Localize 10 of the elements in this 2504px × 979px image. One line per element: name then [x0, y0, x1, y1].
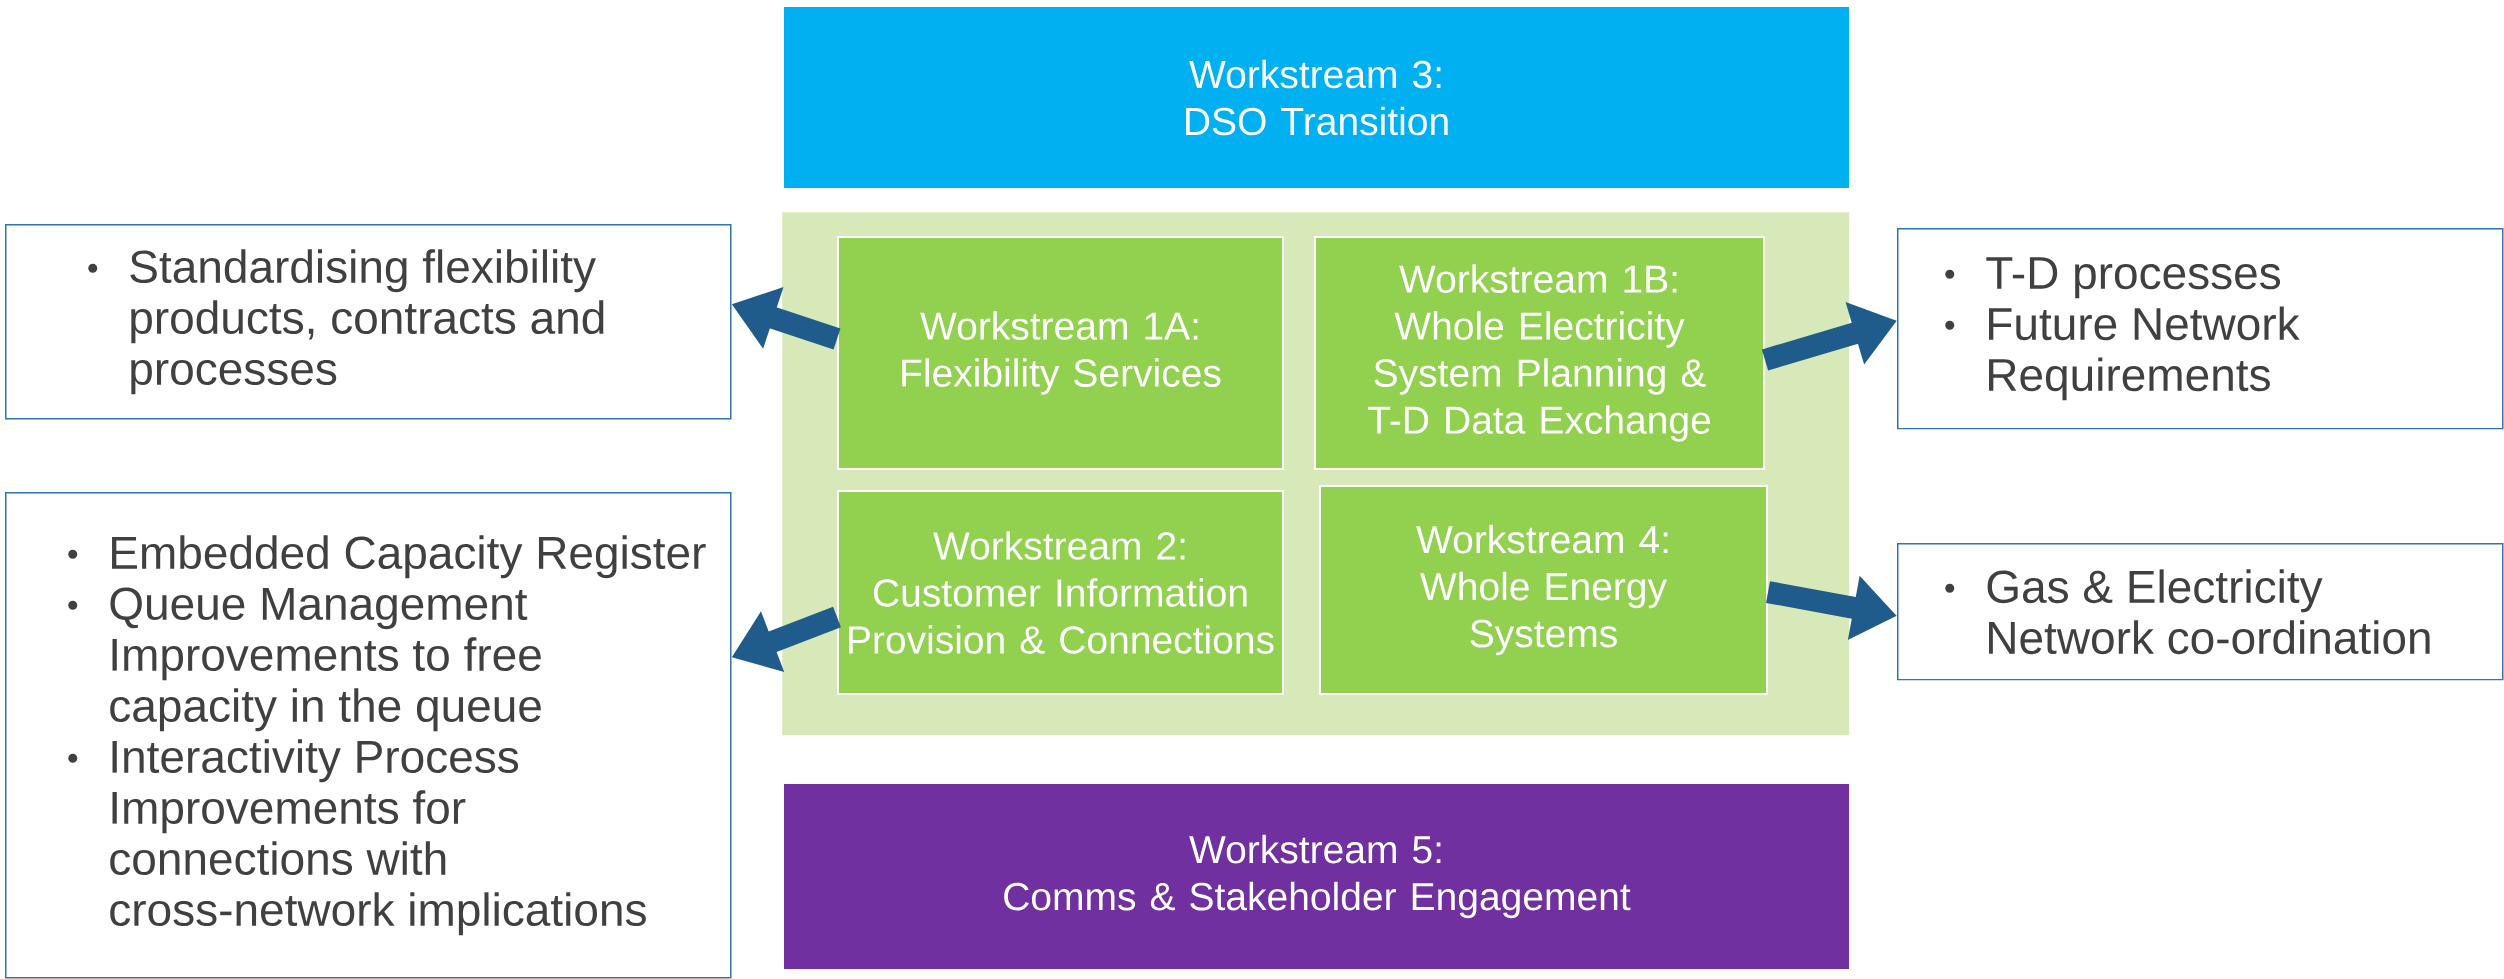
- workstream-box: Workstream 3: DSO Transition: [782, 5, 1851, 190]
- workstream-box: Workstream 2: Customer Information Provision & Connections: [837, 490, 1284, 695]
- bullet-list-box: T-D processes Future Network Requirements: [1897, 228, 2504, 430]
- bullet-list-box: Embedded Capacity Register Queue Management Improvements to free capacity in the queue Interactivity Process Improvements for connections with cross-network implications: [5, 492, 732, 979]
- workstream-box: Workstream 1B: Whole Electricity System Planning & T-D Data Exchange: [1314, 236, 1765, 470]
- workstream-box: Workstream 5: Comms & Stakeholder Engagement: [782, 782, 1851, 971]
- bullet-list-box: Gas & Electricity Network co-ordination: [1897, 543, 2504, 681]
- bullet-list-box: Standardising flexibility products, contracts and processes: [5, 224, 732, 420]
- workstream-box: Workstream 1A: Flexibility Services: [837, 236, 1284, 470]
- workstream-box: Workstream 4: Whole Energy Systems: [1319, 485, 1768, 695]
